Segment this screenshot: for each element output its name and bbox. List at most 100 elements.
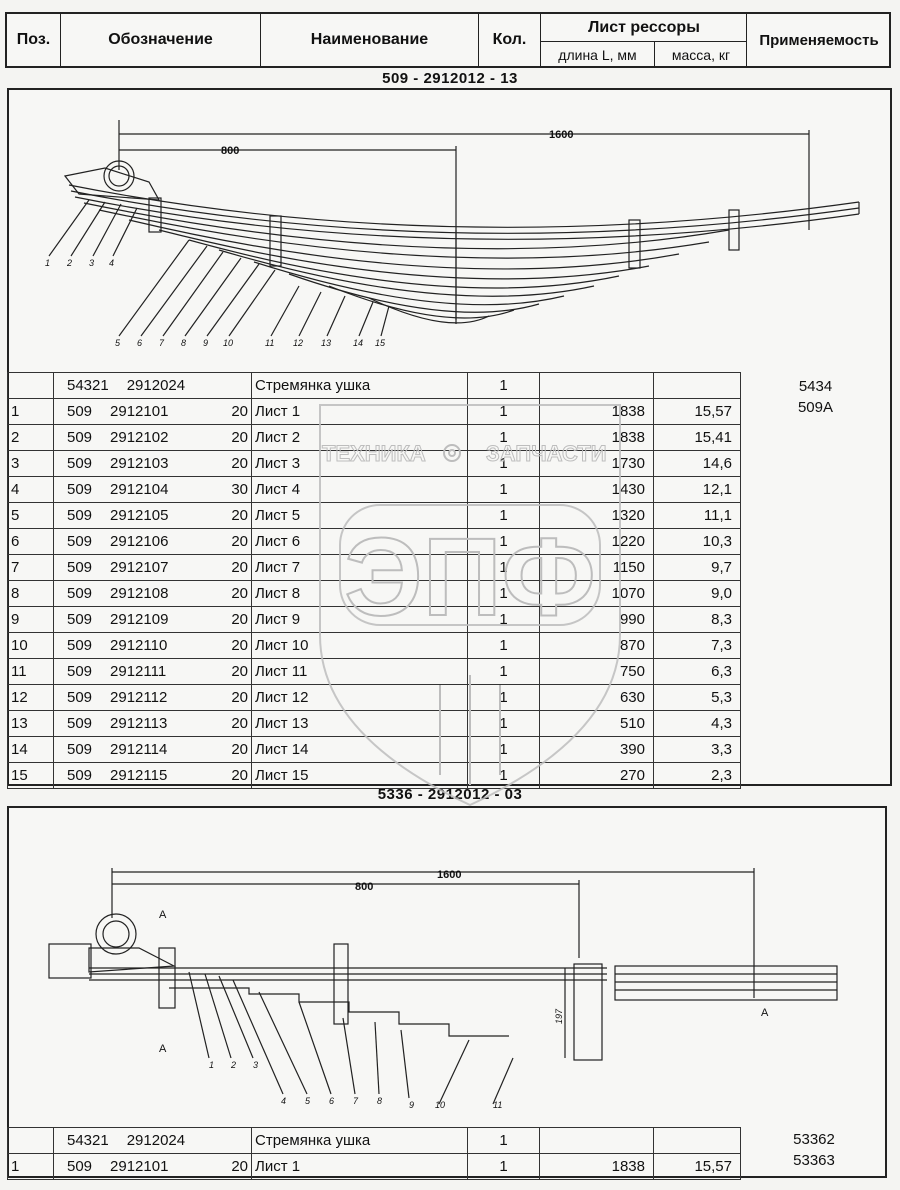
cell-length: 1430: [539, 476, 654, 503]
designation-suffix: 20: [231, 637, 248, 654]
designation-number: 2912106: [110, 533, 169, 550]
section1-app-0: 5434: [798, 378, 833, 395]
cell-name: Лист 4: [251, 476, 468, 503]
designation-suffix: 20: [231, 429, 248, 446]
section2-dim-height: 197: [554, 1008, 564, 1024]
cell-length: 270: [539, 762, 654, 789]
section1-dim-half: 800: [221, 145, 239, 157]
cell-pos: 4: [7, 476, 54, 503]
designation-number: 2912109: [110, 611, 169, 628]
designation-number: 2912105: [110, 507, 169, 524]
callout-8: 8: [181, 338, 186, 348]
header-length: длина L, мм: [541, 42, 655, 68]
header-name: Наименование: [261, 14, 479, 66]
callout-3: 3: [89, 258, 94, 268]
cell-length: 1838: [539, 1153, 654, 1180]
cell-mass: 2,3: [653, 762, 741, 789]
header-leaf-group: Лист рессоры длина L, мм масса, кг: [541, 14, 747, 68]
designation-prefix: 509: [67, 637, 93, 654]
cell-mass: 3,3: [653, 736, 741, 763]
callout2-4: 4: [281, 1096, 286, 1106]
cell-name: Лист 9: [251, 606, 468, 633]
callout-4: 4: [109, 258, 114, 268]
cell-pos: 3: [7, 450, 54, 477]
section2-title: 5336 - 2912012 - 03: [377, 786, 523, 803]
cell-length: 870: [539, 632, 654, 659]
cell-length: [539, 1127, 654, 1154]
designation-number: 2912103: [110, 455, 169, 472]
cell-pos: [7, 1127, 54, 1154]
cell-name: Лист 13: [251, 710, 468, 737]
designation-prefix: 54321: [67, 377, 109, 394]
section1-title: 509 - 2912012 - 13: [382, 70, 518, 87]
cell-qty: 1: [467, 606, 540, 633]
cell-mass: 6,3: [653, 658, 741, 685]
cell-name: Лист 10: [251, 632, 468, 659]
cell-mass: 15,41: [653, 424, 741, 451]
designation-prefix: 509: [67, 663, 93, 680]
designation-number: 2912110: [110, 637, 168, 654]
cell-length: 1320: [539, 502, 654, 529]
cell-pos: 13: [7, 710, 54, 737]
cell-pos: 2: [7, 424, 54, 451]
designation-suffix: 20: [231, 585, 248, 602]
header-designation: Обозначение: [61, 14, 261, 66]
cell-qty: 1: [467, 762, 540, 789]
designation-prefix: 509: [67, 611, 93, 628]
callout-15: 15: [375, 338, 386, 348]
cell-name: Лист 15: [251, 762, 468, 789]
callout2-7: 7: [353, 1096, 359, 1106]
cell-pos: [7, 372, 54, 399]
cell-pos: 9: [7, 606, 54, 633]
callout-6: 6: [137, 338, 142, 348]
cell-name: Лист 7: [251, 554, 468, 581]
designation-prefix: 509: [67, 403, 93, 420]
designation-number: 2912113: [110, 715, 168, 732]
designation-suffix: 20: [231, 1158, 248, 1175]
callout-10: 10: [223, 338, 233, 348]
table-header: Поз. Обозначение Наименование Кол. Лист …: [5, 12, 891, 68]
designation-suffix: 20: [231, 507, 248, 524]
designation-number: 2912104: [110, 481, 169, 498]
callout2-5: 5: [305, 1096, 311, 1106]
cell-name: Лист 14: [251, 736, 468, 763]
designation-number: 2912107: [110, 559, 169, 576]
cell-pos: 6: [7, 528, 54, 555]
cell-pos: 11: [7, 658, 54, 685]
callout2-11: 11: [493, 1100, 502, 1110]
section2-spring-drawing: 1600 800 197 А А А 1 2 3 4 5 6 7 8 9 10 …: [48, 868, 838, 1110]
cell-qty: 1: [467, 502, 540, 529]
cell-mass: [653, 372, 741, 399]
cell-name: Лист 8: [251, 580, 468, 607]
section2-app-0: 53362: [793, 1131, 835, 1148]
cell-name: Лист 1: [251, 1153, 468, 1180]
designation-prefix: 509: [67, 429, 93, 446]
callout-11: 11: [265, 338, 274, 348]
header-applicability: Применяемость: [759, 31, 879, 49]
designation-prefix: 509: [67, 559, 93, 576]
cell-pos: 10: [7, 632, 54, 659]
cell-name: Лист 3: [251, 450, 468, 477]
header-pos: Поз.: [7, 14, 61, 66]
cell-length: 1220: [539, 528, 654, 555]
section2-dim-half: 800: [355, 881, 373, 893]
designation-suffix: 20: [231, 533, 248, 550]
cell-pos: 12: [7, 684, 54, 711]
cell-length: 1150: [539, 554, 654, 581]
designation-suffix: 20: [231, 715, 248, 732]
cell-mass: 5,3: [653, 684, 741, 711]
